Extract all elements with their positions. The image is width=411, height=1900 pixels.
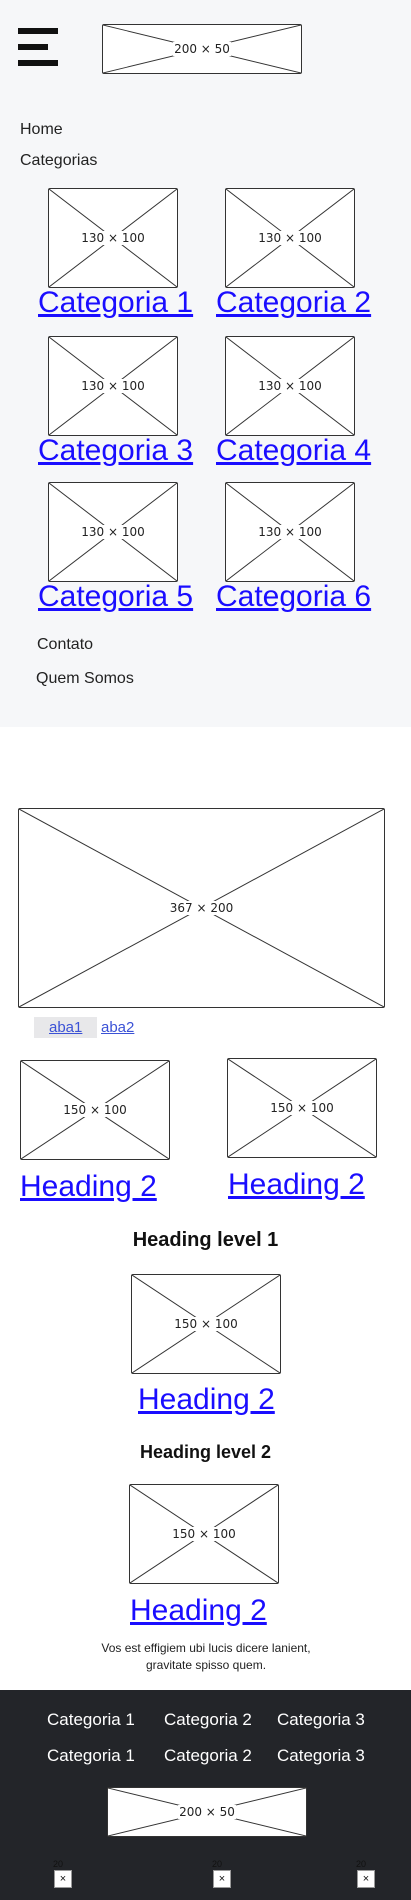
card-heading-link[interactable]: Heading 2: [20, 1170, 157, 1203]
tab-aba2[interactable]: aba2: [101, 1019, 135, 1036]
category-image[interactable]: 130 × 100: [225, 336, 355, 436]
heading-level-1: Heading level 1: [132, 1229, 279, 1251]
footer-link[interactable]: Categoria 2: [164, 1710, 252, 1729]
section-image[interactable]: 150 × 100: [131, 1274, 281, 1374]
icon-size-label: 20: [356, 1859, 367, 1869]
category-image[interactable]: 130 × 100: [48, 188, 178, 288]
card-heading-link[interactable]: Heading 2: [228, 1168, 365, 1201]
image-size-label: 130 × 100: [80, 231, 146, 245]
nav-categorias[interactable]: Categorias: [20, 152, 98, 169]
hamburger-menu-icon[interactable]: [18, 28, 58, 66]
category-link[interactable]: Categoria 1: [38, 286, 194, 319]
category-link[interactable]: Categoria 2: [216, 286, 372, 319]
banner-image[interactable]: 367 × 200: [18, 808, 385, 1008]
icon-size-label: 20: [53, 1859, 64, 1869]
image-size-label: 130 × 100: [257, 231, 323, 245]
card-image[interactable]: 150 × 100: [20, 1060, 170, 1160]
footer-link[interactable]: Categoria 3: [277, 1746, 365, 1765]
footer-logo-placeholder[interactable]: 200 × 50: [107, 1787, 307, 1837]
header: 200 × 50: [0, 0, 411, 100]
category-link[interactable]: Categoria 3: [38, 434, 194, 467]
image-size-label: 150 × 100: [269, 1101, 335, 1115]
image-size-label: 130 × 100: [80, 525, 146, 539]
image-size-label: 367 × 200: [168, 901, 235, 915]
icon-size-label: 20: [212, 1859, 223, 1869]
logo-placeholder[interactable]: 200 × 50: [102, 24, 302, 74]
logo-label: 200 × 50: [178, 1805, 236, 1819]
footer-link[interactable]: Categoria 1: [47, 1710, 135, 1729]
social-icon[interactable]: 20 ×: [53, 1859, 72, 1888]
section-heading-link[interactable]: Heading 2: [130, 1594, 267, 1627]
category-image[interactable]: 130 × 100: [48, 482, 178, 582]
image-size-label: 150 × 100: [62, 1103, 128, 1117]
category-link[interactable]: Categoria 5: [38, 580, 194, 613]
category-image[interactable]: 130 × 100: [225, 188, 355, 288]
placeholder-x-icon: ×: [362, 1873, 370, 1885]
section-image[interactable]: 150 × 100: [129, 1484, 279, 1584]
social-icon[interactable]: 20 ×: [212, 1859, 231, 1888]
card-image[interactable]: 150 × 100: [227, 1058, 377, 1158]
category-image[interactable]: 130 × 100: [225, 482, 355, 582]
image-size-label: 130 × 100: [257, 379, 323, 393]
side-menu: Home Categorias 130 × 100 Categoria 1 13…: [0, 100, 411, 727]
logo-label: 200 × 50: [173, 42, 231, 56]
image-size-label: 130 × 100: [257, 525, 323, 539]
heading-level-2: Heading level 2: [139, 1442, 272, 1462]
footer: Categoria 1 Categoria 2 Categoria 3 Cate…: [0, 1690, 411, 1900]
social-icon[interactable]: 20 ×: [356, 1859, 375, 1888]
image-size-label: 150 × 100: [173, 1317, 239, 1331]
nav-home[interactable]: Home: [20, 121, 63, 138]
nav-contato[interactable]: Contato: [37, 636, 94, 653]
image-size-label: 130 × 100: [80, 379, 146, 393]
footer-link[interactable]: Categoria 1: [47, 1746, 135, 1765]
footer-link[interactable]: Categoria 3: [277, 1710, 365, 1729]
placeholder-x-icon: ×: [218, 1873, 226, 1885]
footer-link[interactable]: Categoria 2: [164, 1746, 252, 1765]
category-link[interactable]: Categoria 4: [216, 434, 372, 467]
nav-quem-somos[interactable]: Quem Somos: [36, 670, 134, 687]
image-size-label: 150 × 100: [171, 1527, 237, 1541]
category-link[interactable]: Categoria 6: [216, 580, 372, 613]
category-image[interactable]: 130 × 100: [48, 336, 178, 436]
tab-aba1[interactable]: aba1: [34, 1017, 98, 1038]
body-text: Vos est effigiem ubi lucis dicere lanien…: [101, 1641, 311, 1672]
placeholder-x-icon: ×: [59, 1873, 67, 1885]
section-heading-link[interactable]: Heading 2: [138, 1383, 275, 1416]
